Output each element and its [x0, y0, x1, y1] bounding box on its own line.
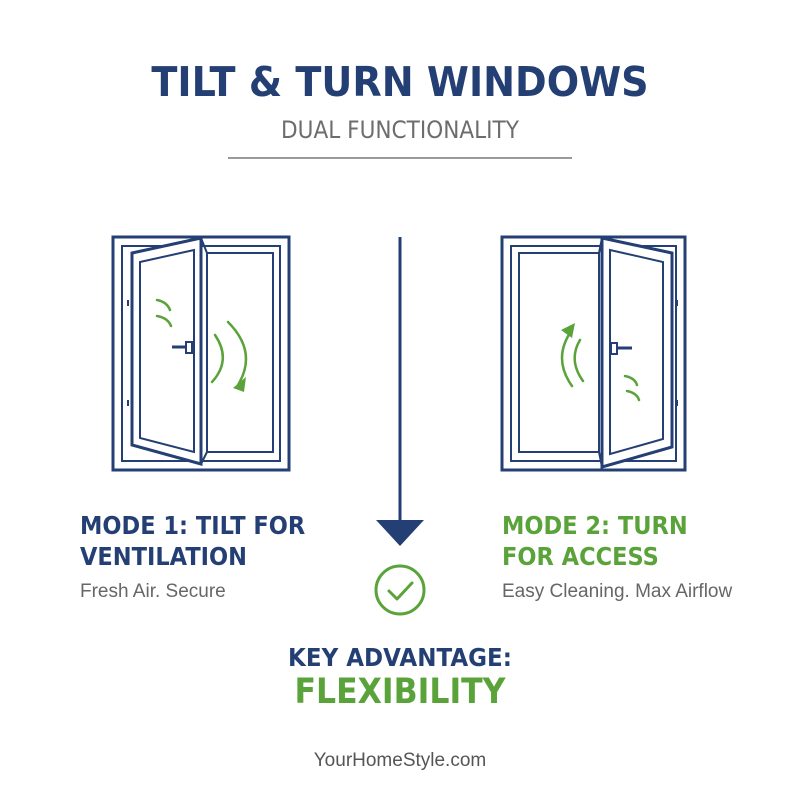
- mode2-title: MODE 2: TURN FOR ACCESS: [502, 510, 736, 572]
- mode1-description: Fresh Air. Secure: [80, 581, 226, 602]
- airflow-curves-right: [560, 323, 641, 402]
- checkmark-circle-icon: [374, 564, 426, 616]
- key-advantage-value: FLEXIBILITY: [294, 672, 506, 712]
- mode2-description: Easy Cleaning. Max Airflow: [502, 581, 733, 602]
- down-arrow-icon: [376, 237, 424, 546]
- page-subtitle: DUAL FUNCTIONALITY: [281, 116, 519, 144]
- mode1-title: MODE 1: TILT FOR VENTILATION: [80, 510, 314, 572]
- title-divider: [228, 157, 572, 159]
- mode1-title-line1: MODE 1: TILT FOR: [80, 511, 306, 540]
- footer-site: YourHomeStyle.com: [313, 750, 487, 771]
- turn-window-icon: [500, 235, 687, 472]
- tilt-window-icon: [111, 235, 291, 472]
- mode1-title-line2: VENTILATION: [80, 542, 248, 571]
- mode2-title-line2: FOR ACCESS: [502, 542, 659, 571]
- page-title: TILT & TURN WINDOWS: [151, 58, 649, 106]
- airflow-curves-left: [155, 298, 248, 392]
- mode2-title-line1: MODE 2: TURN: [502, 511, 688, 540]
- key-advantage-label: KEY ADVANTAGE:: [288, 643, 512, 672]
